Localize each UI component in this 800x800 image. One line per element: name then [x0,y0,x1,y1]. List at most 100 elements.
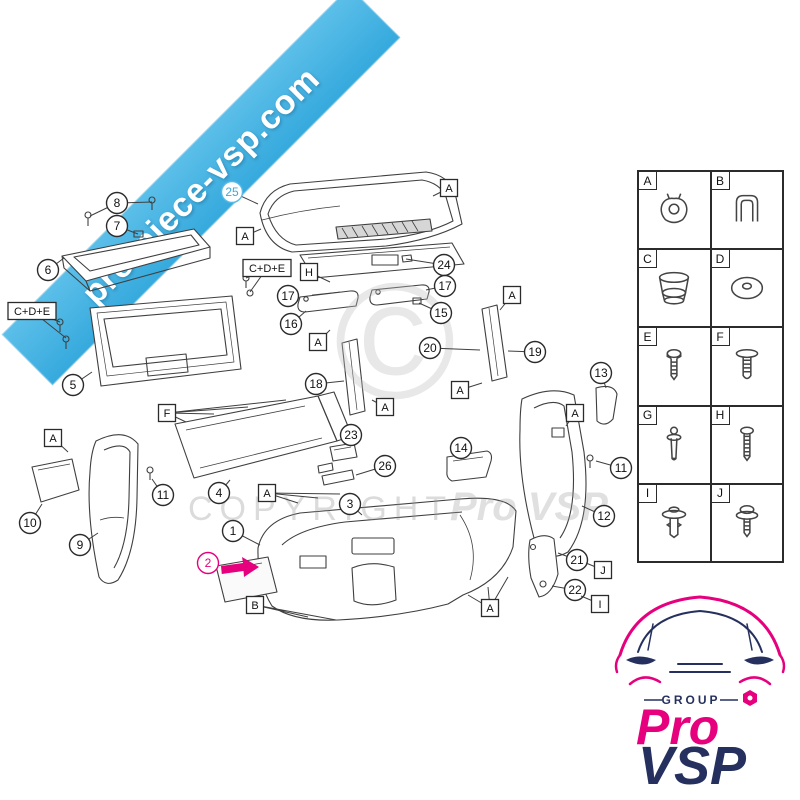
svg-text:21: 21 [570,553,584,567]
headliner-panel [299,242,465,279]
legend-cell-J: J [710,483,783,562]
left-quarter-trim [88,434,154,584]
svg-text:A: A [49,433,57,445]
svg-text:A: A [486,603,494,615]
callout-20[interactable]: 20 [418,336,481,360]
legend-cell-E: E [638,327,711,406]
svg-text:16: 16 [284,317,298,331]
legend-letter: J [711,484,730,503]
callout-9[interactable]: 9 [68,532,99,557]
ref-label-B: B [245,595,337,621]
svg-text:5: 5 [70,378,77,392]
sun-visors [297,284,430,313]
svg-text:11: 11 [615,461,628,475]
svg-text:1: 1 [230,524,237,538]
callout-1[interactable]: 1 [221,519,261,546]
callout-15[interactable]: 15 [418,301,453,325]
watermark-brand: Pro VSP [450,485,608,529]
callout-17[interactable]: 17 [425,274,457,298]
callout-26[interactable]: 26 [355,454,397,478]
callout-4[interactable]: 4 [207,479,231,505]
svg-text:23: 23 [344,428,358,442]
svg-text:12: 12 [597,509,611,523]
rear-window-frame [56,274,254,387]
callout-17[interactable]: 17 [276,284,301,308]
ref-label-J: J [585,560,613,580]
callout-2[interactable]: 2 [196,551,220,575]
legend-letter: F [711,328,730,347]
legend-letter: G [639,406,657,425]
svg-text:18: 18 [309,377,323,391]
highlight-arrow [221,557,259,577]
callout-23[interactable]: 23 [339,423,363,447]
ref-label-F: F [157,399,287,423]
left-kick-panel [31,458,80,503]
svg-text:9: 9 [77,538,84,552]
hexagon-bolt-icon [743,690,757,706]
svg-text:A: A [571,408,579,420]
ref-label-A: A [235,226,262,246]
svg-text:A: A [445,183,453,195]
legend-cell-H: H [710,405,783,484]
ref-label-A: A [499,285,522,311]
svg-text:C+D+E: C+D+E [14,306,50,318]
callout-12[interactable]: 12 [581,504,616,528]
svg-text:24: 24 [437,258,451,272]
svg-text:19: 19 [528,345,542,359]
callout-11[interactable]: 11 [151,478,175,507]
logo-group-text: GROUP [661,693,720,707]
logo-vsp-text: VSP [638,736,747,796]
svg-text:6: 6 [45,263,52,277]
legend-letter: I [639,484,657,503]
callout-6[interactable]: 6 [36,257,65,282]
provsp-logo: GROUP Pro VSP [614,595,786,796]
callout-21[interactable]: 21 [557,548,589,572]
svg-text:A: A [263,488,271,500]
svg-text:25: 25 [225,185,239,199]
callout-7[interactable]: 7 [105,214,139,238]
legend-letter: E [639,328,657,347]
ref-label-A: A [467,576,509,618]
ref-label-H: H [299,262,331,283]
callout-16[interactable]: 16 [279,310,307,336]
svg-text:A: A [241,231,249,243]
svg-text:17: 17 [438,279,452,293]
svg-text:20: 20 [423,341,437,355]
ref-label-CDE: C+D+E [242,258,292,293]
right-sill-trim [528,535,559,598]
ref-label-A: A [308,329,331,352]
legend-cell-F: F [710,327,783,406]
right-quarter-trim [519,385,618,557]
legend-cell-B: B [710,171,783,250]
svg-text:A: A [508,290,516,302]
legend-letter: D [711,250,730,269]
callout-8[interactable]: 8 [89,191,153,217]
legend-cell-A: A [638,171,711,250]
svg-text:22: 22 [568,583,582,597]
callout-14[interactable]: 14 [449,436,473,460]
svg-text:2: 2 [205,556,212,570]
callout-18[interactable]: 18 [304,372,345,396]
callout-10[interactable]: 10 [18,503,43,535]
ref-label-CDE: C+D+E [7,301,67,339]
callout-3[interactable]: 3 [338,492,363,516]
floor-carpet [257,497,517,621]
callout-5[interactable]: 5 [61,371,93,397]
callout-11[interactable]: 11 [595,456,633,480]
svg-text:A: A [456,385,464,397]
callout-19[interactable]: 19 [507,340,547,364]
svg-text:14: 14 [454,441,468,455]
ref-label-A: A [565,403,585,427]
roof-panel [259,171,463,253]
legend-cell-I: I [638,483,711,562]
callout-25[interactable]: 25 [220,180,259,205]
callout-13[interactable]: 13 [589,361,613,389]
svg-text:C+D+E: C+D+E [249,263,285,275]
callout-22[interactable]: 22 [551,578,587,602]
legend-letter: B [711,172,730,190]
ref-label-I: I [580,594,610,614]
ref-label-A: A [432,178,459,198]
callout-24[interactable]: 24 [405,253,456,277]
